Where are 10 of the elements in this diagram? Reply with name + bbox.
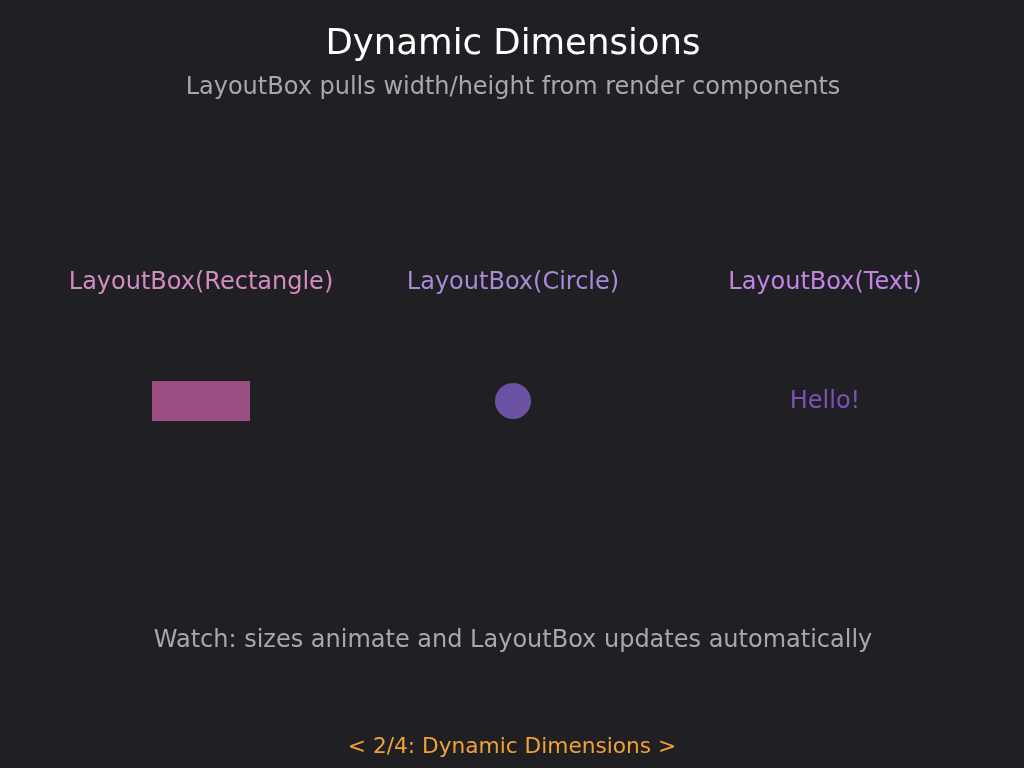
- title: Dynamic Dimensions: [325, 21, 701, 63]
- column-heading: LayoutBox(Rectangle): [68, 268, 334, 296]
- sample-text: Hello!: [789, 387, 861, 415]
- note-text: Watch: sizes animate and LayoutBox updates automatically: [153, 626, 873, 654]
- filled-circle: [495, 383, 531, 419]
- subtitle: LayoutBox pulls width/height from render components: [185, 73, 841, 101]
- page-indicator: < 2/4: Dynamic Dimensions >: [347, 733, 677, 759]
- column-heading: LayoutBox(Circle): [406, 268, 620, 296]
- column-heading: LayoutBox(Text): [728, 268, 922, 296]
- filled-rectangle: [152, 381, 250, 421]
